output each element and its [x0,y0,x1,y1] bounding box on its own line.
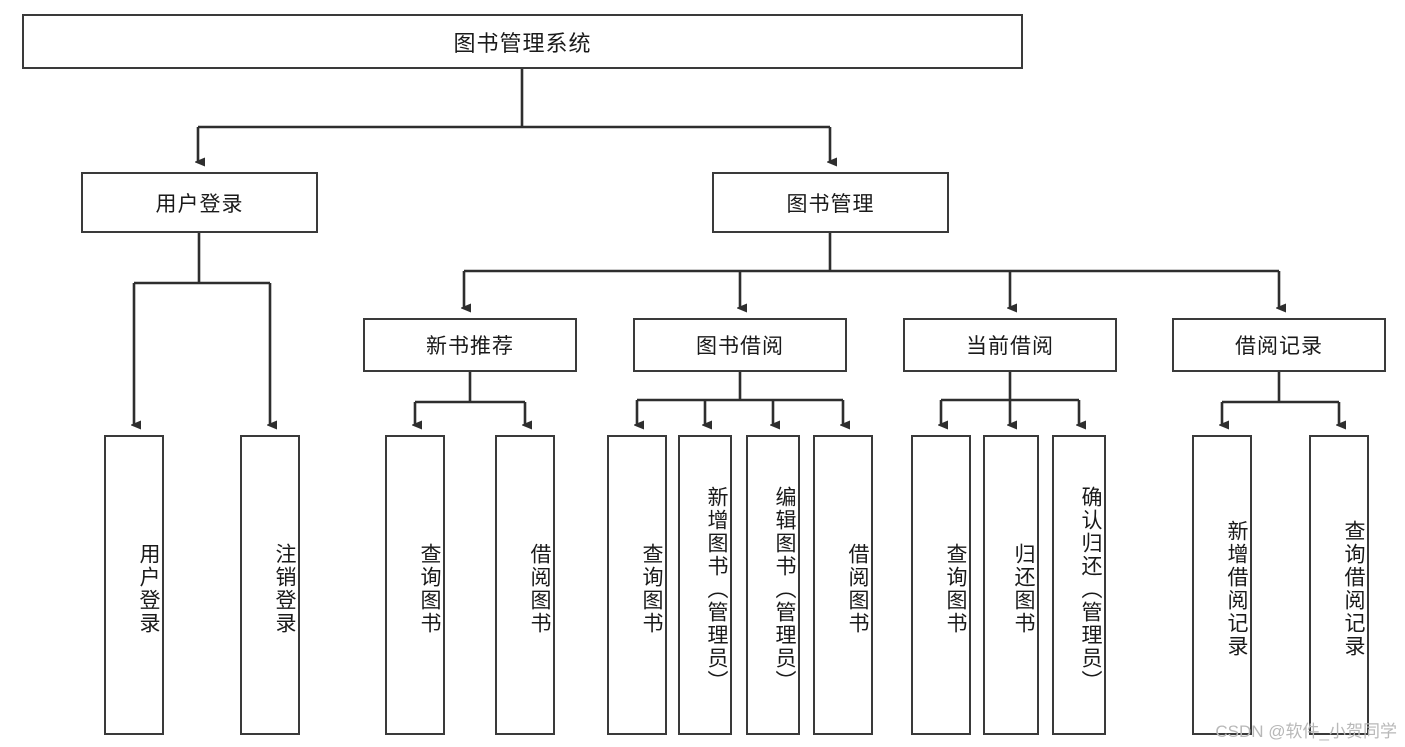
node-leaf-user-login[interactable]: 用户登录 [104,435,164,735]
node-leaf-add-book[interactable]: 新增图书（管理员） [678,435,732,735]
node-label: 新书推荐 [426,335,514,358]
node-label: 借阅记录 [1235,335,1323,358]
node-borrow-record[interactable]: 借阅记录 [1172,318,1386,372]
node-label: 借阅图书 [846,543,869,635]
node-label: 新增借阅记录 [1225,520,1248,658]
node-leaf-confirm-return[interactable]: 确认归还（管理员） [1052,435,1106,735]
node-label: 新增图书（管理员） [705,485,728,693]
node-label: 查询图书 [944,543,967,635]
node-label: 注销登录 [273,543,296,635]
node-label: 编辑图书（管理员） [773,485,796,693]
node-user-login[interactable]: 用户登录 [81,172,318,233]
node-book-borrow[interactable]: 图书借阅 [633,318,847,372]
node-label: 归还图书 [1012,543,1035,635]
node-new-book-recommend[interactable]: 新书推荐 [363,318,577,372]
node-leaf-borrow-book[interactable]: 借阅图书 [813,435,873,735]
node-label: 用户登录 [137,543,160,635]
node-leaf-query-book-borrow[interactable]: 查询图书 [607,435,667,735]
node-label: 确认归还（管理员） [1079,485,1102,693]
node-label: 图书管理 [786,192,875,216]
node-label: 查询借阅记录 [1342,520,1365,658]
node-leaf-query-book-recommend[interactable]: 查询图书 [385,435,445,735]
node-root-book-management-system[interactable]: 图书管理系统 [22,14,1023,69]
node-leaf-return-book[interactable]: 归还图书 [983,435,1039,735]
node-label: 借阅图书 [528,543,551,635]
node-leaf-query-borrow-record[interactable]: 查询借阅记录 [1309,435,1369,735]
node-label: 图书管理系统 [453,30,592,56]
node-leaf-logout-login[interactable]: 注销登录 [240,435,300,735]
node-current-borrow[interactable]: 当前借阅 [903,318,1117,372]
node-leaf-borrow-book-recommend[interactable]: 借阅图书 [495,435,555,735]
node-label: 查询图书 [640,543,663,635]
node-label: 当前借阅 [966,335,1054,358]
node-label: 图书借阅 [696,335,784,358]
node-leaf-query-book-current[interactable]: 查询图书 [911,435,971,735]
node-label: 用户登录 [155,192,244,216]
node-leaf-edit-book[interactable]: 编辑图书（管理员） [746,435,800,735]
watermark-text: CSDN @软件_小贺同学 [1215,722,1397,741]
node-book-management[interactable]: 图书管理 [712,172,949,233]
node-label: 查询图书 [418,543,441,635]
node-leaf-add-borrow-record[interactable]: 新增借阅记录 [1192,435,1252,735]
